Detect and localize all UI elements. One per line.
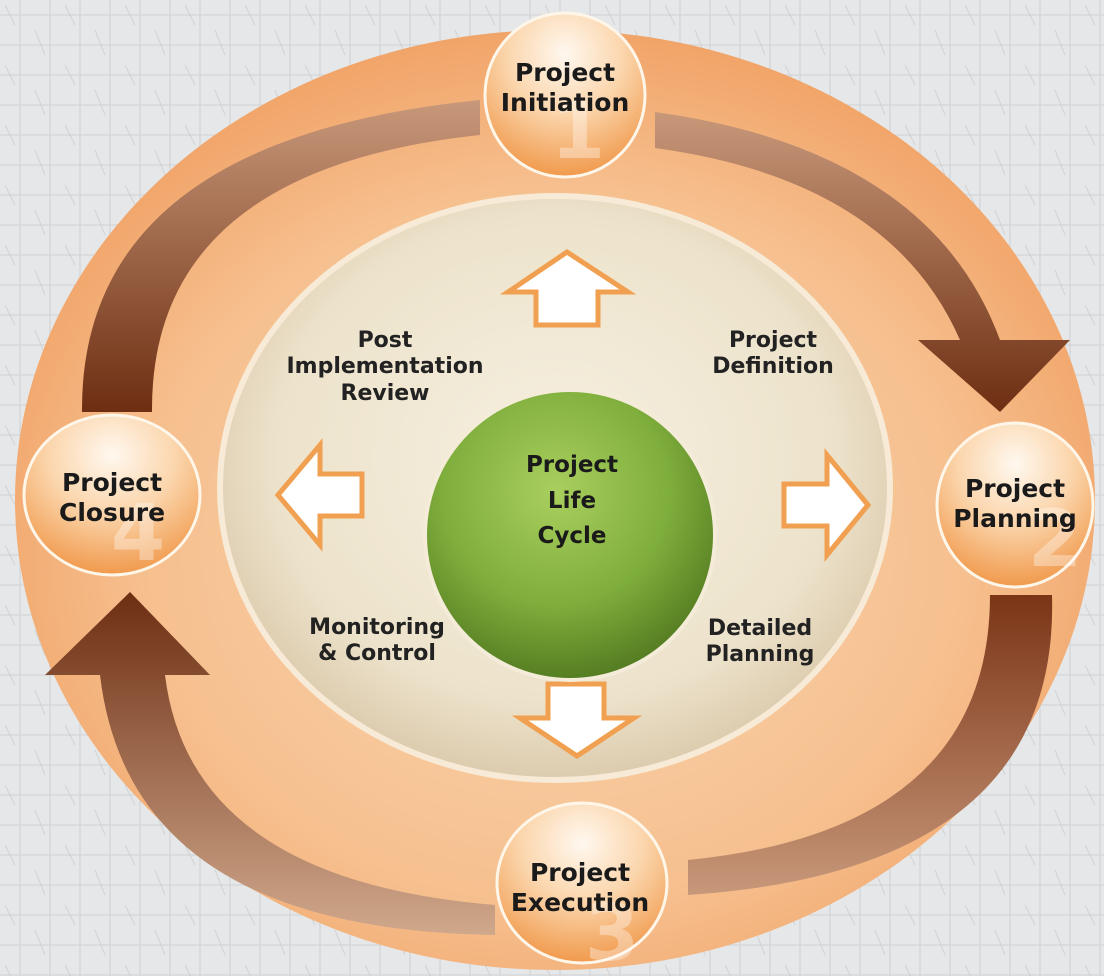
arrow-planning-to-execution [688,595,1053,895]
stage-closure-line-1: Project [61,468,163,497]
stage-planning-line-2: Planning [953,504,1077,533]
sub-step-br-line-2: Planning [705,642,815,668]
stage-label-planning: Project Planning [915,474,1104,534]
stage-execution-line-1: Project [529,858,631,887]
sub-step-project-definition: Project Definition [643,328,903,381]
stage-digit-execution: 3 [585,889,639,976]
center-circle [423,388,717,682]
sub-step-tl-line-2: Implementation [286,354,484,380]
stage-execution-line-2: Execution [510,888,650,917]
stage-label-execution: Project Execution [480,858,680,918]
sub-step-tr-line-2: Definition [712,354,834,380]
center-line-1: Project [525,452,619,478]
sub-step-bl-line-1: Monitoring [309,615,445,640]
sub-step-tr-line-1: Project [728,328,818,353]
hollow-arrow-down [511,681,643,760]
node-initiation: 1 [483,11,647,179]
center-line-3: Cycle [537,523,607,550]
sub-step-tl-line-1: Post [357,328,413,353]
sub-step-post-implementation-review: Post Implementation Review [255,328,515,407]
stage-digit-initiation: 1 [551,87,605,177]
hollow-arrow-left [274,438,365,552]
sub-step-tl-line-3: Review [340,380,430,406]
sub-step-monitoring-control: Monitoring & Control [247,615,507,668]
arrow-initiation-to-planning [655,112,1070,412]
stage-digit-planning: 2 [1028,495,1082,585]
stage-label-initiation: Project Initiation [465,58,665,118]
stage-initiation-line-1: Project [514,58,616,87]
center-line-2: Life [547,487,597,514]
sub-step-detailed-planning: Detailed Planning [630,616,890,669]
arrow-closure-to-initiation [81,100,480,412]
sub-step-br-line-1: Detailed [707,616,813,641]
node-planning: 2 [935,421,1095,589]
hollow-arrow-up [499,248,637,328]
sub-step-bl-line-2: & Control [318,641,436,667]
arrow-execution-to-closure [45,592,495,935]
stage-initiation-line-2: Initiation [500,88,630,117]
stage-digit-closure: 4 [111,489,165,579]
hollow-arrow-right [781,448,872,562]
node-execution: 3 [495,801,669,976]
center-label: Project Life Cycle [472,448,672,555]
node-closure: 4 [22,413,202,579]
stage-planning-line-1: Project [964,474,1066,503]
stage-closure-line-2: Closure [58,498,166,527]
stage-label-closure: Project Closure [12,468,212,528]
